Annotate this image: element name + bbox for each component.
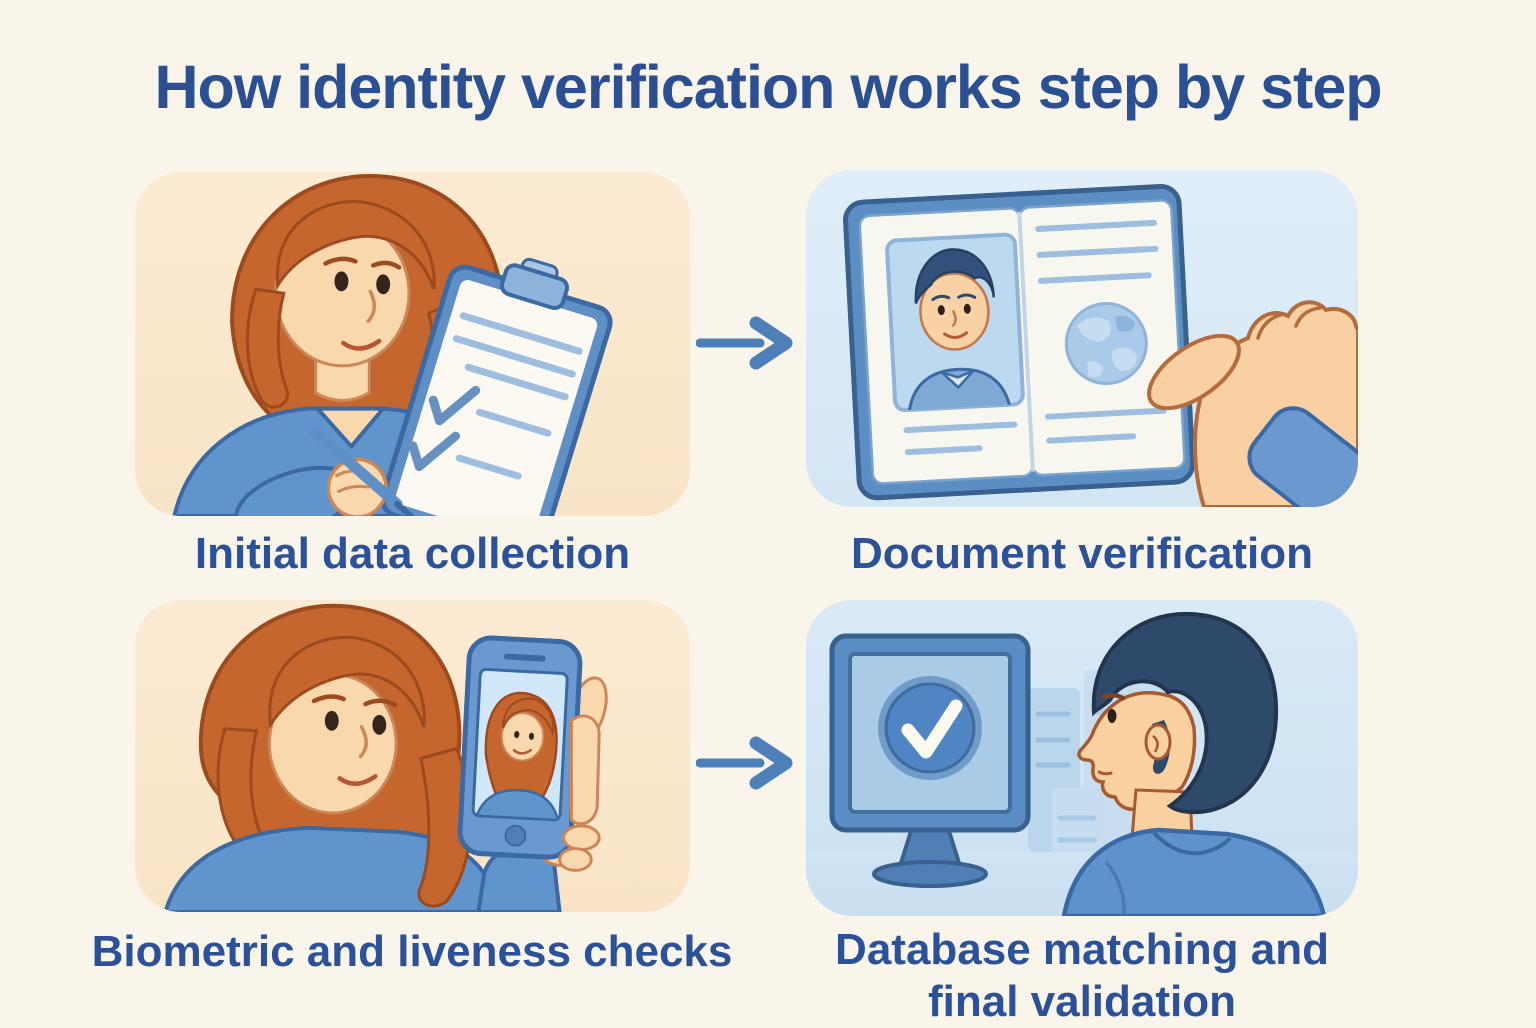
selfie-preview — [475, 691, 560, 821]
phone-speaker — [503, 653, 546, 662]
woman-figure — [163, 603, 505, 912]
checkmark-icon — [901, 699, 963, 759]
sleeve — [1247, 406, 1358, 507]
caption-initial-data-collection: Initial data collection — [194, 529, 631, 578]
caption-biometric-checks: Biometric and liveness checks — [91, 927, 733, 976]
pen-icon — [310, 427, 403, 510]
illustration-data-collection — [172, 173, 613, 516]
smartphone — [457, 635, 608, 860]
woman-face — [311, 694, 398, 786]
holding-hand — [1147, 300, 1358, 507]
globe-stamp-icon — [1064, 302, 1148, 386]
woman-face — [323, 256, 402, 351]
phone-home-button — [504, 824, 527, 847]
arrow-right-icon — [696, 316, 793, 370]
checkmark-halo — [878, 676, 982, 780]
checkmark-icon — [408, 385, 481, 472]
panel-initial-data-collection — [135, 172, 690, 516]
panel-document-verification — [806, 170, 1358, 507]
passport-photo-portrait — [908, 248, 1012, 411]
caption-database-matching: Database matching and final validation — [835, 925, 1329, 1026]
checklist-lines — [452, 312, 583, 480]
page-title: How identity verification works step by … — [154, 53, 1382, 121]
passport — [843, 183, 1196, 501]
monitor — [829, 633, 1031, 888]
illustration-passport — [843, 183, 1358, 507]
illustration-database-validation — [806, 611, 1358, 916]
caption-document-verification: Document verification — [850, 529, 1314, 578]
clipboard — [380, 257, 613, 516]
passport-text-lines — [903, 219, 1167, 456]
writing-hand — [234, 427, 414, 516]
thumb — [1147, 333, 1241, 411]
gripping-fingers — [558, 714, 601, 872]
panel-biometric-checks — [135, 600, 690, 912]
panel-database-matching — [806, 600, 1358, 916]
arrow-right-icon — [696, 736, 793, 790]
illustration-selfie — [163, 603, 608, 912]
man-figure — [1061, 611, 1327, 916]
